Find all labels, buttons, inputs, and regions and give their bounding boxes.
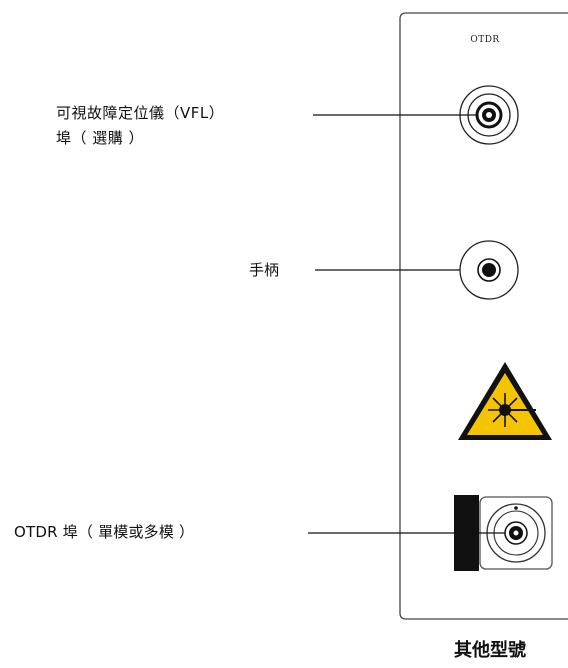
vfl-port [459,85,519,145]
vfl-port-label-line2: 埠（ 選購 ） [56,129,145,147]
vfl-port-label-line1: 可視故障定位儀（VFL） [56,104,225,122]
otdr-port-label: OTDR 埠（ 單模或多模 ） [14,523,195,541]
handle-label: 手柄 [249,261,280,279]
otdr-port [479,496,553,570]
figure-caption: 其他型號 [454,640,526,661]
handle-jack [459,240,519,300]
panel-outline [399,12,568,620]
laser-warning-icon [458,362,552,440]
panel-title: OTDR [470,35,500,45]
vfl-port-label: 可視故障定位儀（VFL） 埠（ 選購 ） [56,101,224,151]
